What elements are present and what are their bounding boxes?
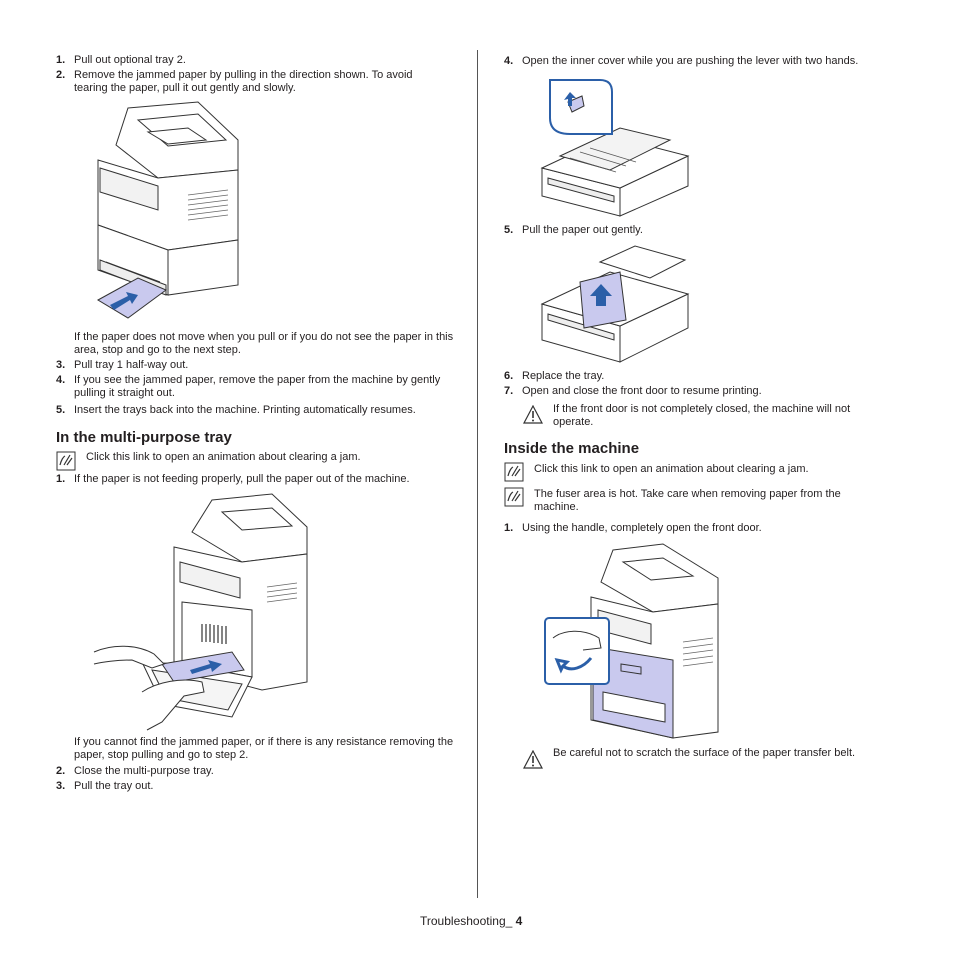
multi-purpose-tray-jam-illustration bbox=[93, 493, 308, 731]
note-paragraph: If you cannot find the jammed paper, or … bbox=[74, 736, 454, 761]
warning-icon bbox=[523, 750, 543, 769]
section-heading-multi-purpose-tray: In the multi-purpose tray bbox=[56, 429, 232, 446]
note-paragraph: If the paper does not move when you pull… bbox=[74, 331, 454, 356]
warning-text: Be careful not to scratch the surface of… bbox=[553, 747, 856, 759]
open-front-door-illustration bbox=[544, 543, 719, 739]
footer-section-label: Troubleshooting_ bbox=[420, 914, 513, 928]
page-number: 4 bbox=[515, 914, 523, 928]
tray-inner-cover-illustration bbox=[540, 79, 690, 217]
note-text: The fuser area is hot. Take care when re… bbox=[534, 488, 841, 513]
note-icon[interactable] bbox=[56, 451, 76, 471]
page-footer: Troubleshooting_ 4 bbox=[420, 914, 522, 928]
printer-tray2-jam-illustration bbox=[96, 101, 239, 319]
column-divider bbox=[477, 50, 478, 898]
section-heading-inside-machine: Inside the machine bbox=[504, 440, 640, 457]
note-icon bbox=[504, 487, 524, 507]
note-icon[interactable] bbox=[504, 462, 524, 482]
animation-link[interactable]: Click this link to open an animation abo… bbox=[534, 463, 809, 475]
animation-link[interactable]: Click this link to open an animation abo… bbox=[86, 451, 361, 463]
warning-icon bbox=[523, 405, 543, 424]
pull-paper-from-tray-illustration bbox=[540, 245, 690, 363]
warning-text: If the front door is not completely clos… bbox=[553, 403, 851, 428]
